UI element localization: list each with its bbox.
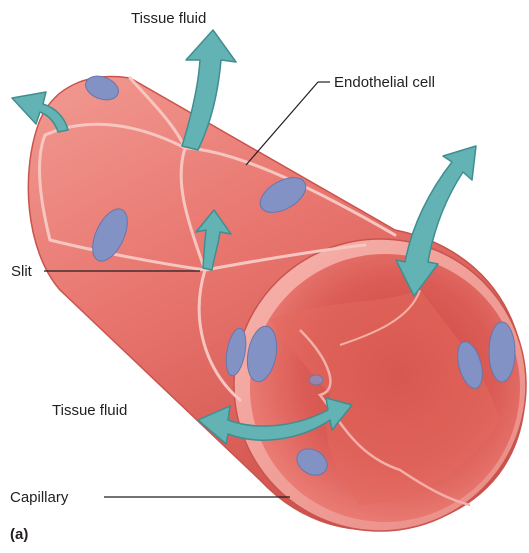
label-tissue-fluid-top: Tissue fluid — [131, 11, 206, 26]
label-tissue-fluid-bottom: Tissue fluid — [52, 403, 127, 418]
leader-endothelial — [246, 82, 318, 165]
label-capillary: Capillary — [10, 490, 68, 505]
nucleus — [309, 375, 323, 385]
nucleus — [489, 322, 515, 382]
label-slit: Slit — [11, 264, 32, 279]
panel-label: (a) — [10, 527, 28, 542]
label-endothelial-cell: Endothelial cell — [334, 75, 435, 90]
